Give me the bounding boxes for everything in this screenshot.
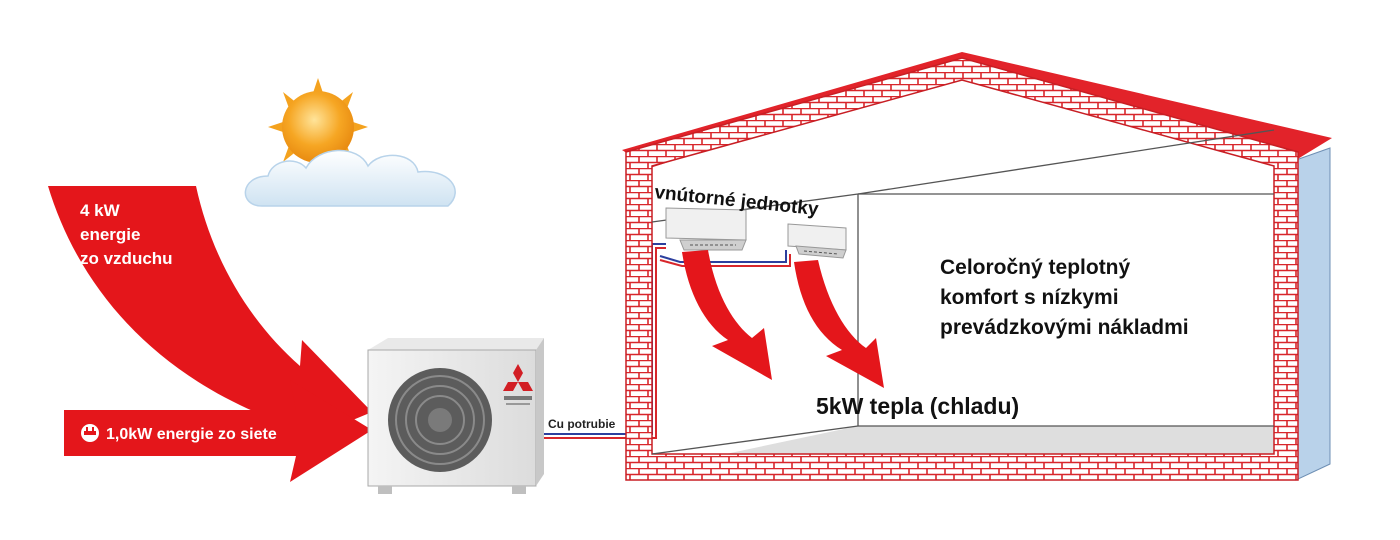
output-label: 5kW tepla (chladu) bbox=[816, 393, 1019, 419]
air-energy-label: 4 kW energie zo vzduchu bbox=[80, 201, 173, 268]
plug-icon bbox=[81, 424, 99, 442]
output-arrow-right bbox=[794, 260, 884, 388]
cloud-icon bbox=[244, 149, 456, 207]
pipe-label: Cu potrubie bbox=[548, 417, 616, 431]
grid-energy-label: 1,0kW energie zo siete bbox=[106, 426, 277, 443]
sun-icon bbox=[268, 78, 368, 176]
comfort-text: Celoročný teplotný komfort s nízkymi pre… bbox=[940, 256, 1189, 339]
grid-energy-arrow bbox=[64, 380, 372, 482]
fan-grille bbox=[388, 368, 492, 472]
mitsubishi-logo bbox=[503, 364, 533, 391]
indoor-unit-right bbox=[787, 223, 847, 259]
outdoor-unit bbox=[367, 338, 544, 494]
house bbox=[622, 52, 1332, 481]
indoor-unit-left bbox=[665, 207, 747, 251]
output-arrow-left bbox=[682, 250, 772, 380]
air-energy-arrow bbox=[48, 186, 372, 452]
